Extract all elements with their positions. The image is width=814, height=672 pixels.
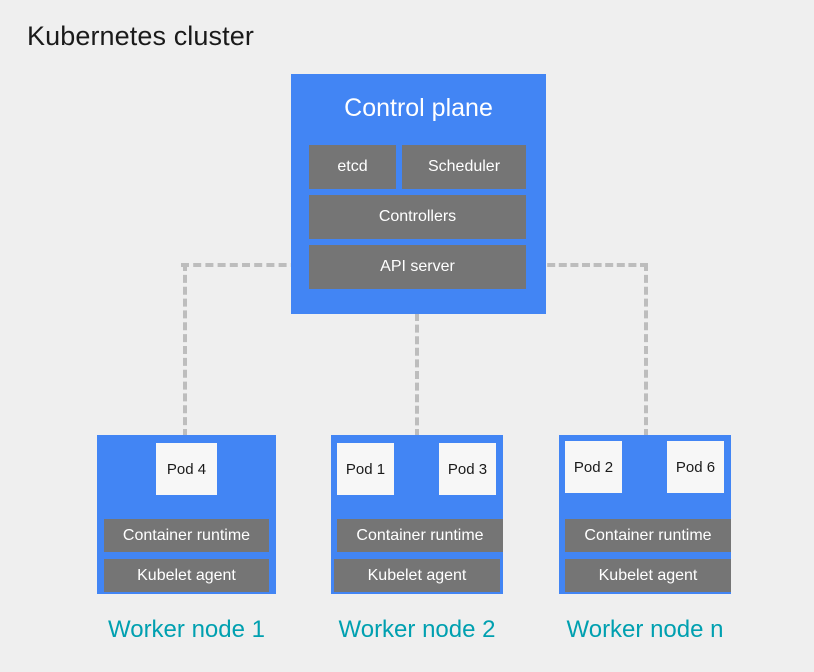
connector-api-to-node-1-horizontal (181, 263, 311, 267)
control-plane-component-controllers: Controllers (309, 195, 526, 239)
connector-api-to-node-n-horizontal (524, 263, 648, 267)
worker-node-1-label: Worker node 1 (108, 616, 265, 643)
worker-node-n-pod: Pod 2 (565, 441, 622, 493)
connector-api-to-node-n-vertical (644, 263, 648, 437)
control-plane-component-scheduler: Scheduler (402, 145, 526, 189)
worker-node-2-container-runtime: Container runtime (337, 519, 503, 552)
worker-node-1-kubelet-agent: Kubelet agent (104, 559, 269, 592)
worker-node-2-label: Worker node 2 (338, 616, 496, 643)
worker-node-n-pod: Pod 6 (667, 441, 724, 493)
worker-node-2-pod: Pod 1 (337, 443, 394, 495)
control-plane-title: Control plane (344, 94, 493, 122)
worker-node-1-pod: Pod 4 (156, 443, 217, 495)
connector-api-to-node-1-vertical (183, 263, 187, 437)
worker-node-1-container-runtime: Container runtime (104, 519, 269, 552)
control-plane-component-etcd: etcd (309, 145, 396, 189)
page-title: Kubernetes cluster (27, 21, 254, 51)
worker-node-n-label: Worker node n (566, 616, 724, 643)
control-plane-component-api-server: API server (309, 245, 526, 289)
worker-node-n-container-runtime: Container runtime (565, 519, 731, 552)
worker-node-2-pod: Pod 3 (439, 443, 496, 495)
worker-node-n-kubelet-agent: Kubelet agent (565, 559, 731, 592)
connector-control-plane-to-node-2 (415, 313, 419, 437)
worker-node-2-kubelet-agent: Kubelet agent (334, 559, 500, 592)
